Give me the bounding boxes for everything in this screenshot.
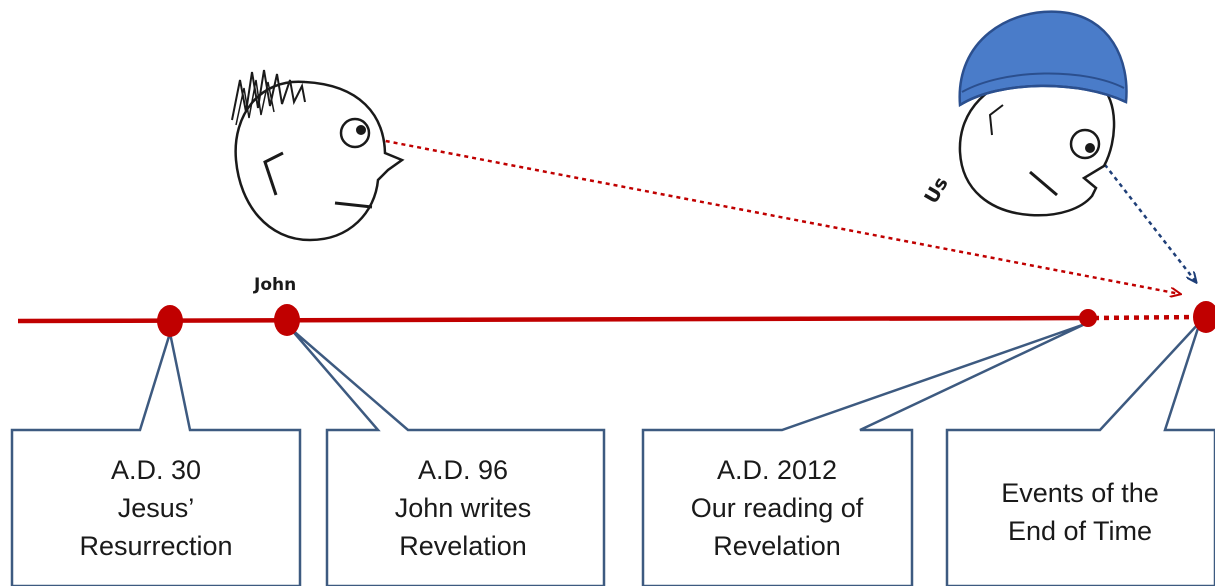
callout-line: A.D. 2012 [717, 455, 837, 485]
callout-line: Revelation [713, 531, 841, 561]
john-mouth [334, 201, 373, 209]
us-eye-icon [1069, 128, 1101, 160]
callout-line: John writes [395, 493, 532, 523]
callout-line: A.D. 96 [418, 455, 508, 485]
callout-line: End of Time [1008, 516, 1152, 546]
us-mouth [1029, 170, 1058, 197]
john-hair-icon [231, 69, 306, 121]
timeline-solid [17, 315, 1091, 324]
callout-end-of-time: Events of the End of Time [945, 321, 1215, 586]
callout-our-reading: A.D. 2012 Our reading of Revelation [641, 322, 1086, 586]
callout-line: A.D. 30 [111, 455, 201, 485]
john-sight-line [369, 136, 1180, 294]
callout-box [289, 327, 606, 586]
event-dot-our-reading [1079, 309, 1097, 327]
event-dot-john-writes [274, 304, 300, 336]
callout-line: Our reading of [691, 493, 864, 523]
us-figure: Us [920, 10, 1128, 217]
callout-box [10, 332, 302, 586]
us-brow [988, 104, 1004, 136]
john-name-label: John [253, 275, 296, 295]
callout-box [945, 321, 1215, 586]
callout-box [641, 322, 1086, 586]
john-brow [263, 151, 284, 196]
event-dot-resurrection [157, 305, 183, 337]
callout-line: Resurrection [79, 531, 232, 561]
john-figure: John [231, 69, 405, 295]
callout-line: Jesus’ [118, 493, 195, 523]
us-sight-line [1094, 151, 1196, 282]
callout-line: Events of the [1001, 478, 1159, 508]
event-dot-end-of-time [1193, 301, 1215, 333]
callout-john-writes: A.D. 96 John writes Revelation [289, 327, 606, 586]
timeline-dotted [1093, 314, 1201, 321]
john-head [234, 80, 405, 242]
callout-resurrection: A.D. 30 Jesus’ Resurrection [10, 332, 302, 586]
us-name-label: Us [920, 173, 952, 207]
callout-line: Revelation [399, 531, 527, 561]
